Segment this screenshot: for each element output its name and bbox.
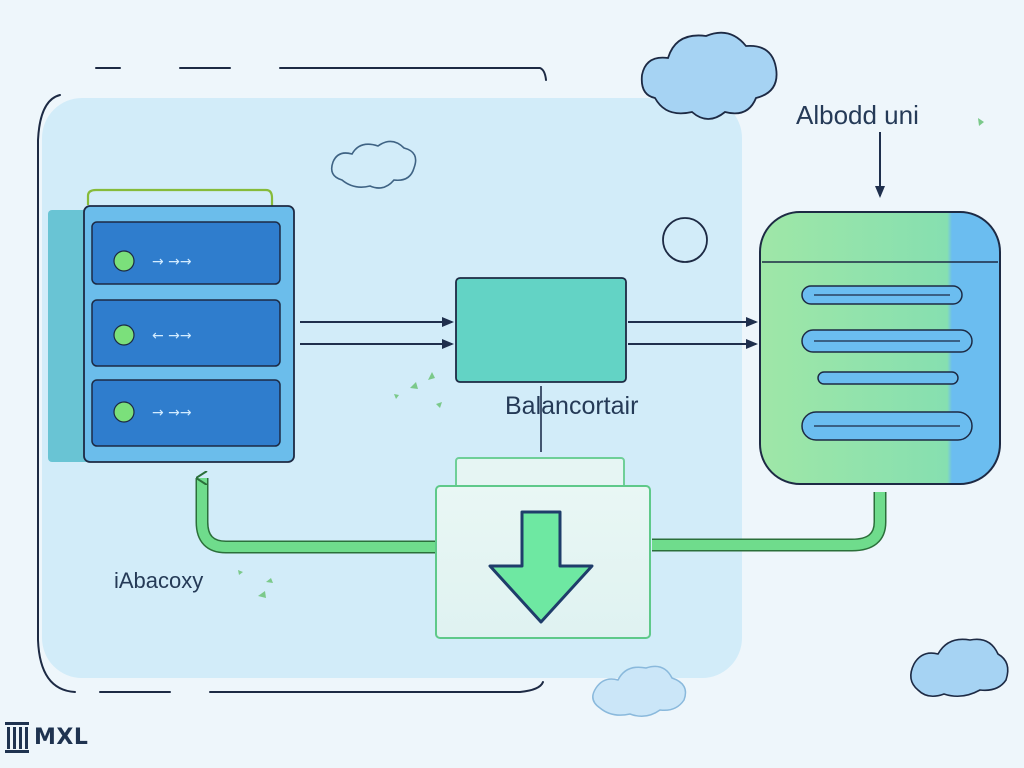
building-columns-icon (5, 722, 29, 753)
download-arrow-icon (488, 510, 594, 624)
cloud-icon (910, 638, 1009, 698)
cloud-icon (640, 31, 778, 120)
brand-logo: MXL (4, 720, 88, 754)
destination-unit (759, 211, 1001, 485)
sparkle-icon (238, 118, 984, 598)
status-led-icon (113, 401, 135, 423)
proxy-label: iAbacoxy (114, 568, 204, 593)
connector-arrow (300, 317, 454, 349)
server-unit: → →→ (91, 379, 281, 447)
status-led-icon (113, 250, 135, 272)
server-unit: → →→ (91, 221, 281, 285)
connector-arrow (628, 317, 758, 349)
server-unit-arrows: → →→ (152, 405, 192, 421)
load-balancer-box (455, 277, 627, 383)
dashed-boundary (37, 67, 547, 693)
circle-icon (662, 217, 708, 263)
server-unit-arrows: ← →→ (152, 328, 192, 344)
download-box (435, 457, 651, 639)
server-rack: → →→ ← →→ → →→ (48, 188, 295, 463)
status-led-icon (113, 324, 135, 346)
server-unit-arrows: → →→ (152, 254, 192, 270)
slot-bar (817, 371, 959, 385)
destination-unit-label: Albodd uni (796, 100, 919, 130)
cloud-icon (592, 665, 687, 717)
server-unit: ← →→ (91, 299, 281, 367)
cloud-icon (330, 140, 417, 189)
load-balancer-label: Balancortair (505, 392, 639, 420)
logo-text: MXL (34, 724, 89, 750)
